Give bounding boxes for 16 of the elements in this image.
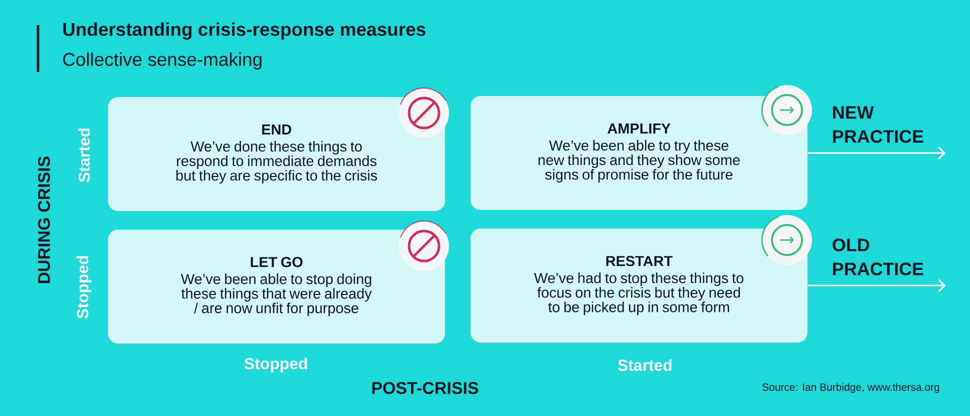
axis-label: POST-CRISIS [372, 382, 478, 394]
axis-label: DURING CRISIS [38, 156, 50, 284]
subtitle: Collective sense-making [63, 52, 262, 70]
arrow [808, 278, 946, 292]
quadrant-box: AMPLIFY We’ve been able to try these new things and they show some signs of promise for the future [470, 96, 808, 210]
row-label: Started [78, 128, 90, 182]
arrow [808, 146, 946, 160]
edge-label: OLD PRACTICE [832, 238, 924, 276]
column-label: Started [618, 359, 672, 371]
quadrant-box: END We’ve done these things to respond to immediate demands but they are specific to the crisis [108, 97, 445, 211]
row-label: Stopped [76, 256, 92, 319]
source-note: Source: Ian Burbidge, www.thersa.org [762, 383, 940, 393]
edge-label: NEW PRACTICE [833, 106, 924, 143]
quadrant-box: LET GO We’ve been able to stop doing these things that were already / are now unfit for purpose [108, 230, 445, 344]
quadrant-box: RESTART We’ve had to stop these things to focus on the crisis but they need to be picked up in some form [470, 228, 808, 342]
title: Understanding crisis-response measures [63, 22, 426, 40]
